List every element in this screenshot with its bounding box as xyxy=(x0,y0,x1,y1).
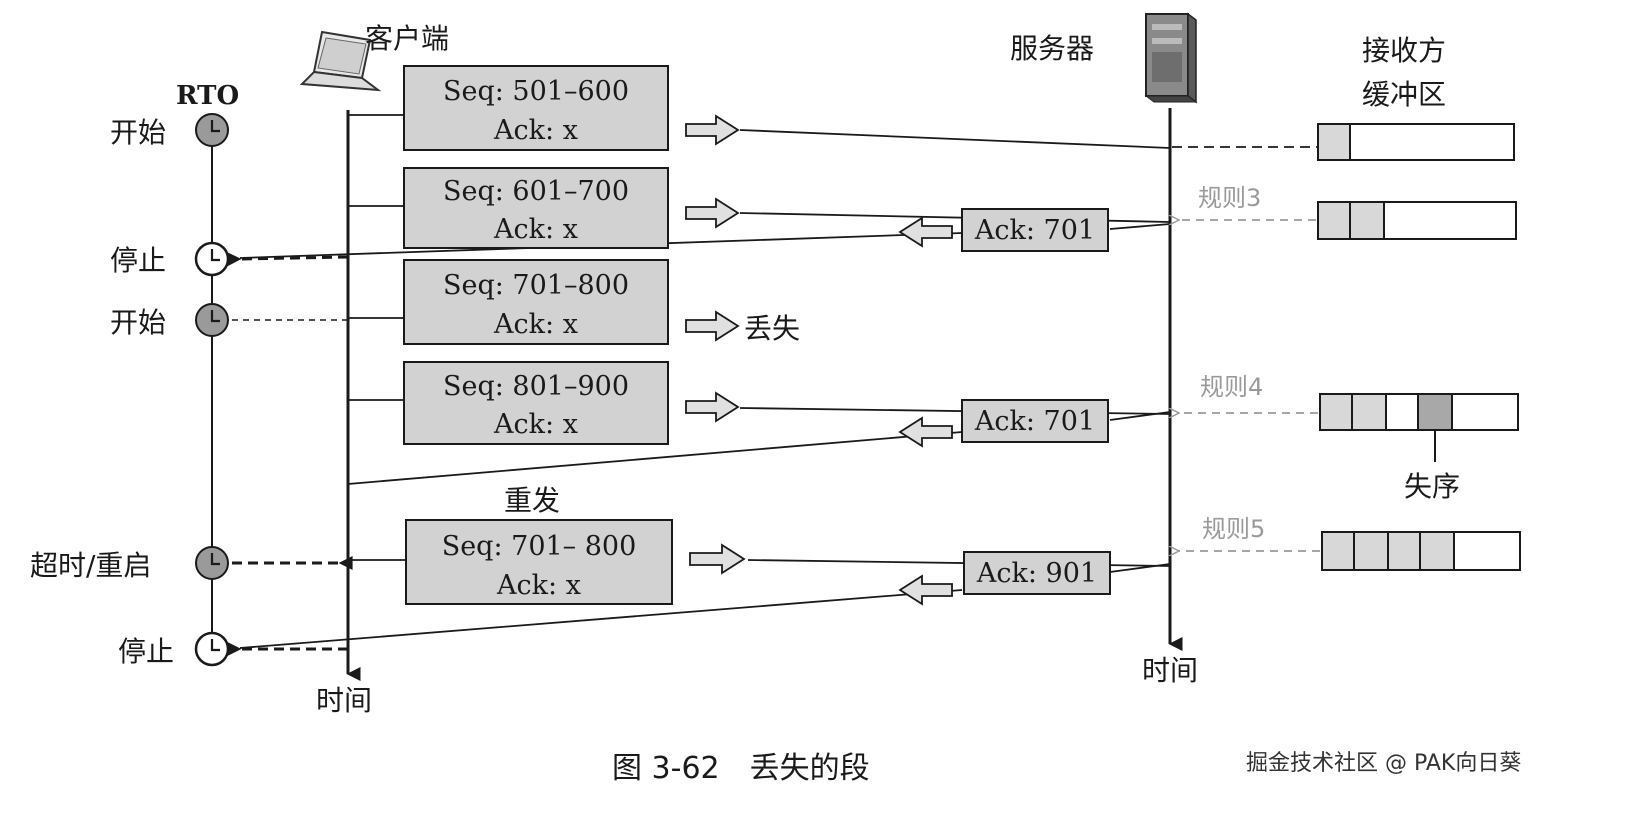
segment-ack: Ack: x xyxy=(493,214,578,245)
rto-label: RTO xyxy=(176,81,239,111)
block-arrow-left-icon xyxy=(898,416,953,448)
server-icon xyxy=(1144,12,1198,104)
segment-box-5: Seq: 701– 800 Ack: x xyxy=(405,519,673,605)
clock-icon-stop-1 xyxy=(194,241,230,277)
segment-transmission-lines xyxy=(739,129,1171,567)
client-time-label: 时间 xyxy=(316,684,372,717)
segment-box-4: Seq: 801–900 Ack: x xyxy=(403,361,669,445)
ack-box-3: Ack: 901 xyxy=(963,551,1111,595)
timer-label-start-1: 开始 xyxy=(110,116,166,149)
block-arrow-right-icon xyxy=(685,114,740,146)
ack-box-label: Ack: 701 xyxy=(974,406,1095,437)
segment-branch-lines xyxy=(348,114,406,561)
block-arrow-right-icons xyxy=(685,114,746,575)
watermark: 掘金技术社区 @ PAK向日葵 xyxy=(1246,751,1521,776)
timer-label-stop-2: 停止 xyxy=(118,635,174,668)
segment-seq: Seq: 501–600 xyxy=(443,76,629,107)
block-arrow-right-icon xyxy=(685,391,740,423)
lost-label: 丢失 xyxy=(744,312,800,345)
block-arrow-right-icon xyxy=(689,543,746,575)
segment-ack: Ack: x xyxy=(493,309,578,340)
ack-box-label: Ack: 701 xyxy=(974,215,1095,246)
server-time-label: 时间 xyxy=(1142,654,1198,687)
clock-icon-timeout-restart xyxy=(195,546,229,580)
segment-box-2: Seq: 601–700 Ack: x xyxy=(403,167,669,249)
segment-seq: Seq: 801–900 xyxy=(443,371,629,402)
timer-label-start-2: 开始 xyxy=(110,306,166,339)
rule-4-label: 规则4 xyxy=(1200,373,1263,401)
out-of-order-label: 失序 xyxy=(1404,470,1460,503)
clock-icon-start-1 xyxy=(195,113,229,147)
resend-label: 重发 xyxy=(504,484,560,517)
timer-dashed-arrows xyxy=(227,252,353,656)
block-arrow-left-icon xyxy=(898,216,953,248)
segment-box-3: Seq: 701–800 Ack: x xyxy=(403,259,669,345)
laptop-icon xyxy=(299,30,382,92)
rule-3-label: 规则3 xyxy=(1198,184,1261,212)
timer-label-stop-1: 停止 xyxy=(110,244,166,277)
figure-caption: 图 3-62 丢失的段 xyxy=(612,751,870,786)
rule-5-label: 规则5 xyxy=(1202,515,1265,543)
segment-seq: Seq: 701– 800 xyxy=(442,531,637,562)
segment-ack: Ack: x xyxy=(493,115,578,146)
receiver-buffer-1 xyxy=(1317,123,1515,161)
ack-box-2: Ack: 701 xyxy=(961,399,1109,443)
receiver-buffer-4 xyxy=(1321,531,1521,571)
segment-seq: Seq: 601–700 xyxy=(443,176,629,207)
block-arrow-left-icons xyxy=(898,216,953,606)
segment-ack: Ack: x xyxy=(493,409,578,440)
block-arrow-right-icon xyxy=(685,197,740,229)
segment-ack: Ack: x xyxy=(496,570,581,601)
receiver-label-line-2: 缓冲区 xyxy=(1362,78,1446,111)
receiver-buffer-2 xyxy=(1317,201,1517,240)
clock-icon-stop-2 xyxy=(194,631,230,667)
ack-box-label: Ack: 901 xyxy=(976,558,1097,589)
receiver-buffer-3 xyxy=(1319,393,1519,462)
timer-label-timeout-restart: 超时/重启 xyxy=(30,549,151,582)
clock-icon-start-2 xyxy=(195,303,229,337)
block-arrow-right-icon xyxy=(685,310,740,342)
segment-box-1: Seq: 501–600 Ack: x xyxy=(403,65,669,151)
receiver-label-line-1: 接收方 xyxy=(1362,34,1446,67)
segment-seq: Seq: 701–800 xyxy=(443,270,629,301)
block-arrow-left-icon xyxy=(898,574,953,606)
ack-box-1: Ack: 701 xyxy=(961,208,1109,252)
server-label: 服务器 xyxy=(1010,32,1094,65)
client-label: 客户端 xyxy=(365,22,449,55)
